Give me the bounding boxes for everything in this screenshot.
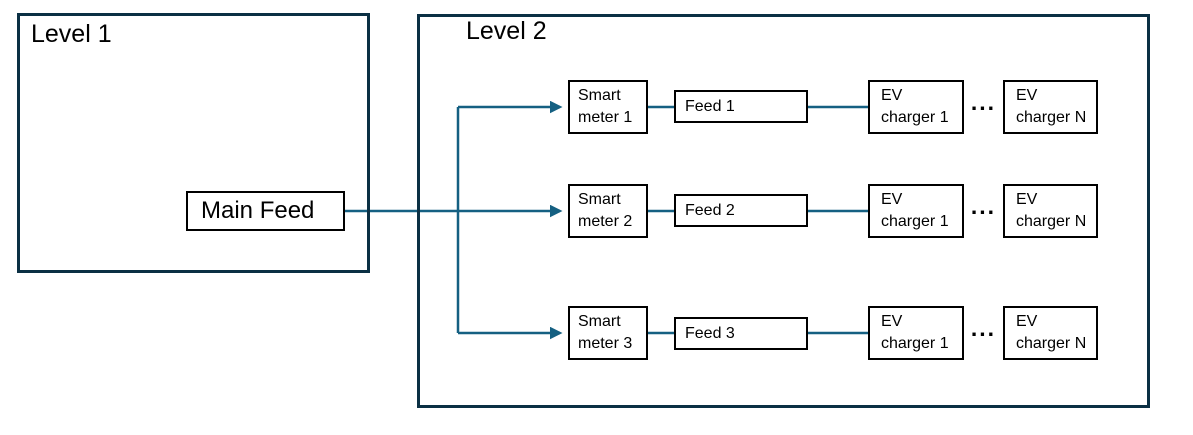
level1-title: Level 1 [31, 20, 112, 48]
ev-charger-1-box-row1: EV charger 1 [868, 80, 964, 134]
feed-1-box: Feed 1 [674, 90, 808, 123]
ellipsis-row1: ... [970, 89, 997, 115]
ellipsis-row3: ... [970, 315, 997, 341]
level2-container [417, 14, 1150, 408]
ev-charger-1-box-row3: EV charger 1 [868, 306, 964, 360]
main-feed-box: Main Feed [186, 191, 345, 231]
ev-charger-n-box-row2: EV charger N [1003, 184, 1098, 238]
feed-2-box: Feed 2 [674, 194, 808, 227]
ev-charger-n-box-row1: EV charger N [1003, 80, 1098, 134]
level2-title: Level 2 [466, 17, 547, 45]
level1-container [17, 13, 370, 273]
smart-meter-2-box: Smart meter 2 [568, 184, 648, 238]
feed-3-box: Feed 3 [674, 317, 808, 350]
smart-meter-3-box: Smart meter 3 [568, 306, 648, 360]
smart-meter-1-box: Smart meter 1 [568, 80, 648, 134]
ev-charger-n-box-row3: EV charger N [1003, 306, 1098, 360]
ev-charger-1-box-row2: EV charger 1 [868, 184, 964, 238]
ellipsis-row2: ... [970, 193, 997, 219]
